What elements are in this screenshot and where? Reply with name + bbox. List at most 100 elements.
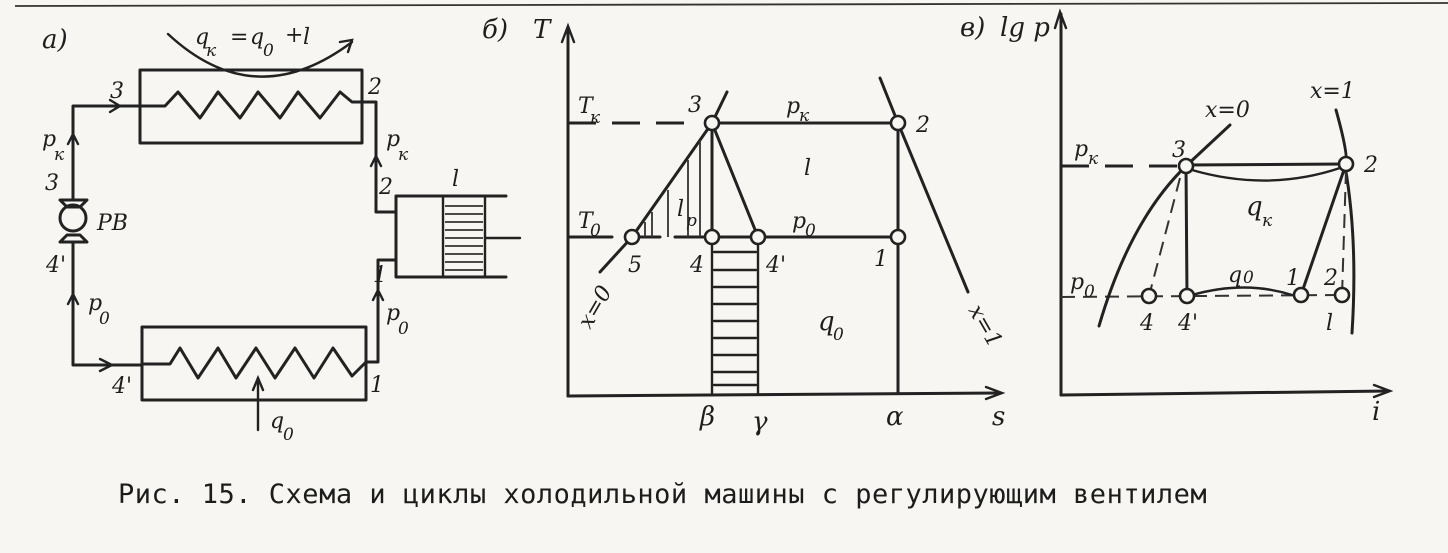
point-4prime-label: 4' <box>1177 311 1198 336</box>
beta-tick-label: β <box>699 402 715 432</box>
compressor-outlet-point-label: 2 <box>378 175 393 200</box>
flow-arrow-icon <box>369 153 383 168</box>
i-axis-arrow-icon <box>1372 383 1394 399</box>
panel-b-label: б) <box>482 15 508 45</box>
lost-refrigeration-strip <box>710 235 760 395</box>
q0-label-sub: 0 <box>1243 268 1254 288</box>
formula-plus: + <box>285 23 303 48</box>
qk-label-sub: к <box>1262 211 1273 231</box>
q0-area-label: q <box>818 307 835 337</box>
lgp-axis-arrow-icon <box>1053 8 1068 30</box>
q0-evap-label: q <box>270 409 284 434</box>
formula-q0-sub: 0 <box>263 41 274 61</box>
t0-label: T <box>578 209 595 234</box>
point-4 <box>1140 287 1158 305</box>
pk-label-left-sub: к <box>54 145 65 165</box>
t-axis-arrow-icon <box>560 22 576 44</box>
q0-area-label-sub: 0 <box>833 325 844 345</box>
compressor <box>394 194 522 279</box>
pk-label-right: p <box>386 127 400 152</box>
point-1 <box>889 228 907 246</box>
t0-label-sub: 0 <box>590 221 601 241</box>
condenser-coil <box>138 90 364 120</box>
point-3-label: 3 <box>688 93 702 118</box>
work-label: l <box>1326 311 1333 336</box>
figure-caption: Рис. 15. Схема и циклы холодильной машин… <box>118 479 1207 510</box>
suction-line <box>364 258 397 364</box>
p0-label-sub: 0 <box>1084 282 1095 302</box>
p0-isobar-label-sub: 0 <box>805 221 816 241</box>
point-3 <box>703 114 721 132</box>
liquid-line <box>71 104 142 202</box>
x0-label: x=0 <box>1205 98 1250 123</box>
valve-outlet-point-label: 4' <box>45 253 66 278</box>
flow-arrow-icon <box>66 131 80 146</box>
p0-label-left: p <box>88 291 102 316</box>
alpha-tick-label: α <box>886 402 904 432</box>
strip-hatching <box>712 250 758 387</box>
pk-label-sub: к <box>1088 149 1099 169</box>
panel-c-label: в) <box>960 13 985 43</box>
point-2-label: 2 <box>1363 153 1378 178</box>
compression-1-2 <box>1299 162 1348 297</box>
pk-label-left: p <box>42 127 56 152</box>
point-2-label: 2 <box>367 75 382 100</box>
throttle-loss-label-sub: р <box>686 211 697 231</box>
tk-label-sub: к <box>590 108 601 128</box>
pk-label: p <box>1074 137 1088 162</box>
point-1 <box>1292 286 1310 304</box>
q0-label: q <box>1228 263 1242 288</box>
point-3-label: 3 <box>110 79 124 104</box>
heat-flow-arc <box>166 32 354 78</box>
formula-l: l <box>303 25 310 50</box>
condenser-heat-flow: q к = q 0 + l <box>166 23 354 78</box>
valve-body-icon <box>58 203 88 233</box>
throttle-loss-hatching <box>644 140 701 237</box>
real-compression-line <box>1341 169 1347 297</box>
point-1-label: 1 <box>370 373 384 398</box>
throttling-3-4 <box>1148 177 1181 297</box>
condenser <box>138 68 364 145</box>
pk-isobar-label: p <box>786 94 800 119</box>
point-4prime <box>749 228 767 246</box>
x0-label: x=0 <box>574 282 618 333</box>
valve-inlet-point-label: 3 <box>45 171 59 196</box>
point-2-label: 2 <box>915 113 930 138</box>
x1-label: x=1 <box>963 301 1007 352</box>
s-axis-arrow-icon <box>984 385 1006 401</box>
point-4-label: 4 <box>689 253 704 278</box>
page-top-rule <box>14 2 1448 7</box>
panel-b-ts-diagram: б) T s T к p к T 0 p 0 x=0 l р <box>482 15 1007 437</box>
point-2 <box>1337 155 1355 173</box>
formula-qk-sub: к <box>206 41 217 61</box>
q0-evap-label-sub: 0 <box>283 425 294 445</box>
throttling-3-4prime <box>710 121 760 239</box>
line-3-4prime <box>1184 164 1189 298</box>
work-area-label: l <box>804 156 811 181</box>
i-axis <box>1059 389 1390 397</box>
qk-label: q <box>1246 192 1263 222</box>
point-1-label: 1 <box>874 247 888 272</box>
flow-arrow-icon <box>108 98 123 114</box>
point-2 <box>889 114 907 132</box>
compressor-inlet-point-label: 1 <box>373 263 387 288</box>
expansion-valve <box>58 198 89 244</box>
saturated-vapor-curve <box>1334 108 1356 335</box>
pk-isobar <box>1183 162 1348 167</box>
flow-arrow-icon <box>371 287 385 302</box>
evaporator-coil <box>140 346 368 380</box>
saturated-liquid-line <box>598 90 729 274</box>
panel-a-label: а) <box>42 25 68 55</box>
p0-isobar-label: p <box>792 209 806 234</box>
lgp-axis-label: lg p <box>1000 13 1050 43</box>
throttle-loss-label: l <box>677 197 684 222</box>
point-5 <box>623 228 641 246</box>
x1-label: x=1 <box>1310 79 1355 104</box>
flow-arrow-icon <box>98 357 115 373</box>
tk-label: T <box>578 94 595 119</box>
p0-label: p <box>1070 270 1084 295</box>
p0-label-right-sub: 0 <box>398 319 409 339</box>
point-4prime-label: 4' <box>765 253 786 278</box>
point-5-label: 5 <box>628 253 642 278</box>
